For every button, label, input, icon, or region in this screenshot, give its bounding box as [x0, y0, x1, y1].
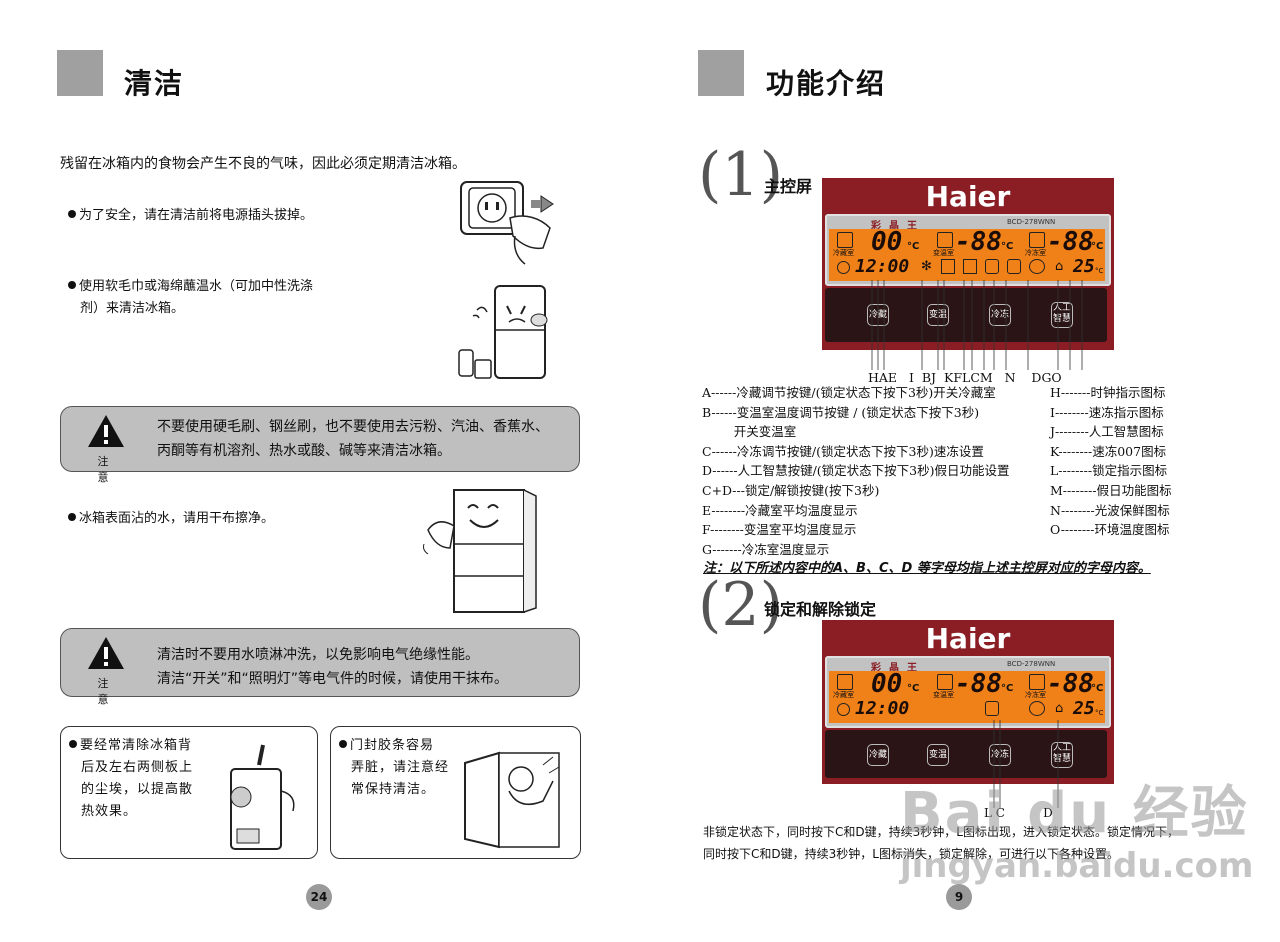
model-label: BCD-278WNN [1007, 218, 1056, 226]
fridge-temp-readout: 00 [871, 669, 903, 699]
var-zone-label: 变温室 [933, 691, 954, 699]
freeze-zone-label: 冷冻室 [1025, 249, 1046, 257]
freeze-zone-label: 冷冻室 [1025, 691, 1046, 699]
var-temp-readout: -88 [955, 669, 1002, 699]
section-number-2: (2) [698, 570, 784, 640]
display-screen: 彩晶王 BCD-278WNN 冷藏室 00 °C 变温室 -88 °C 冷冻室 … [825, 214, 1111, 286]
series-label: 彩晶王 [871, 221, 925, 232]
ambient-temp-icon: ⌂ [1055, 701, 1064, 716]
freeze-zone-icon [1029, 674, 1045, 690]
fridge-key[interactable]: 冷藏 [867, 744, 889, 766]
fridge-cleaning-illustration [458, 285, 548, 379]
page-number-right: 9 [946, 884, 972, 910]
watermark-url: jingyan.baidu.com [900, 846, 1254, 886]
section-marker-square [698, 50, 744, 96]
fridge-temp-readout: 00 [871, 227, 903, 257]
display-screen: 彩晶王 BCD-278WNN 冷藏室 00 °C 变温室 -88 °C 冷冻室 … [825, 656, 1111, 728]
fridge-zone-label: 冷藏室 [833, 691, 854, 699]
clock-icon [837, 261, 850, 274]
display-orange-area: 冷藏室 00 °C 变温室 -88 °C 冷冻室 -88 °C 12:00 ⌂ … [829, 669, 1105, 723]
button-strip: 冷藏 变温 冷冻 人工智慧 [825, 730, 1107, 778]
var-key[interactable]: 变温 [927, 744, 949, 766]
light-wave-icon [1029, 259, 1045, 274]
ambient-temp-readout: 25 [1073, 698, 1095, 719]
page-number-left: 24 [306, 884, 332, 910]
var-temp-unit: °C [1001, 241, 1014, 252]
var-zone-icon [937, 674, 953, 690]
smiling-fridge-illustration [423, 489, 537, 613]
fridge-dust-illustration [230, 744, 295, 850]
lock-icon [985, 259, 999, 274]
bullet-icon [68, 210, 76, 218]
legend-note: 注：以下所述内容中的A、B、C、D 等字母均指上述主控屏对应的字母内容。 [703, 561, 1151, 576]
var-zone-label: 变温室 [933, 249, 954, 257]
panel-letter-labels: HAE I BJ KFLCM N DGO [868, 370, 1062, 385]
var-zone-icon [937, 232, 953, 248]
brand-logo: Haier [925, 622, 1011, 655]
freeze-zone-icon [1029, 232, 1045, 248]
warning-icon: 注意 [81, 413, 131, 485]
legend-right-column: H-------时钟指示图标 I--------速冻指示图标 J--------… [1050, 385, 1172, 538]
intro-text: 残留在冰箱内的食物会产生不良的气味，因此必须定期清洁冰箱。 [60, 156, 466, 172]
ambient-temp-unit: °C [1095, 267, 1104, 275]
model-label: BCD-278WNN [1007, 660, 1056, 668]
lock-panel-letter-labels: L C D [984, 806, 1053, 820]
fridge-zone-icon [837, 232, 853, 248]
clock-icon [837, 703, 850, 716]
light-wave-icon [1029, 701, 1045, 716]
legend-left-column: A------冷藏调节按键/(锁定状态下按下3秒)开关冷藏室 B------变温… [702, 385, 1010, 557]
freeze-temp-readout: -88 [1047, 227, 1094, 257]
bullet-icon [69, 740, 77, 748]
freeze-temp-readout: -88 [1047, 669, 1094, 699]
smart-key[interactable]: 人工智慧 [1051, 302, 1073, 328]
freeze-temp-unit: °C [1091, 683, 1104, 694]
brand-logo: Haier [925, 180, 1011, 213]
series-label: 彩晶王 [871, 663, 925, 674]
fridge-temp-unit: °C [907, 683, 920, 694]
tip-box-dust: 要经常清除冰箱背 后及左右两侧板上 的尘埃，以提高散 热效果。 [60, 726, 318, 859]
smart-key[interactable]: 人工智慧 [1051, 742, 1073, 768]
smart-icon [941, 259, 955, 274]
display-orange-area: 冷藏室 00 °C 变温室 -88 °C 冷冻室 -88 °C 12:00 ✻ … [829, 227, 1105, 281]
watermark-logo: Bai du 经验 [900, 781, 1249, 846]
page-title-function: 功能介绍 [766, 67, 887, 100]
bullet-wipe: 使用软毛巾或海绵蘸温水（可加中性洗涤 剂）来清洁冰箱。 [68, 276, 313, 320]
var-temp-unit: °C [1001, 683, 1014, 694]
ambient-temp-icon: ⌂ [1055, 259, 1064, 274]
leader-lines-lock [993, 720, 1059, 808]
section-title-lock: 锁定和解除锁定 [764, 600, 877, 619]
bullet-icon [339, 740, 347, 748]
ambient-temp-readout: 25 [1073, 256, 1095, 277]
warning-box-water-spray: 注意 清洁时不要用水喷淋冲洗，以免影响电气绝缘性能。 清洁“开关”和“照明灯”等… [60, 628, 580, 706]
section-number-1: (1) [698, 140, 784, 210]
clock-readout: 12:00 [855, 256, 910, 277]
section-title-control-panel: 主控屏 [764, 177, 813, 196]
tip-box-door-seal: 门封胶条容易 弄脏，请注意经 常保持清洁。 [330, 726, 581, 859]
fridge-zone-icon [837, 674, 853, 690]
freeze-key[interactable]: 冷冻 [989, 304, 1011, 326]
clock-readout: 12:00 [855, 698, 910, 719]
quick-freeze-007-icon [963, 259, 977, 274]
bullet-unplug: 为了安全，请在清洁前将电源插头拔掉。 [68, 205, 313, 227]
lock-description: 非锁定状态下，同时按下C和D键，持续3秒钟，L图标出现，进入锁定状态。锁定情况下… [703, 825, 1179, 861]
fridge-zone-label: 冷藏室 [833, 249, 854, 257]
freeze-temp-unit: °C [1091, 241, 1104, 252]
quick-freeze-icon: ✻ [921, 259, 932, 274]
warning-icon: 注意 [81, 635, 131, 707]
lock-icon [985, 701, 999, 716]
page-title-cleaning: 清洁 [124, 67, 185, 100]
holiday-icon [1007, 259, 1021, 274]
leader-lines-main [871, 280, 1083, 370]
ambient-temp-unit: °C [1095, 709, 1104, 717]
var-temp-readout: -88 [955, 227, 1002, 257]
unplug-illustration [460, 181, 554, 265]
bullet-icon [68, 513, 76, 521]
warning-box-cleaning-agents: 注意 不要使用硬毛刷、钢丝刷，也不要使用去污粉、汽油、香蕉水、 丙酮等有机溶剂、… [60, 406, 580, 484]
fridge-temp-unit: °C [907, 241, 920, 252]
bullet-dry-water: 冰箱表面沾的水，请用干布擦净。 [68, 508, 274, 530]
door-seal-cleaning-illustration [464, 751, 560, 849]
bullet-icon [68, 281, 76, 289]
section-marker-square [57, 50, 103, 96]
control-panel-lock: Haier 彩晶王 BCD-278WNN 冷藏室 00 °C 变温室 -88 °… [822, 620, 1114, 784]
